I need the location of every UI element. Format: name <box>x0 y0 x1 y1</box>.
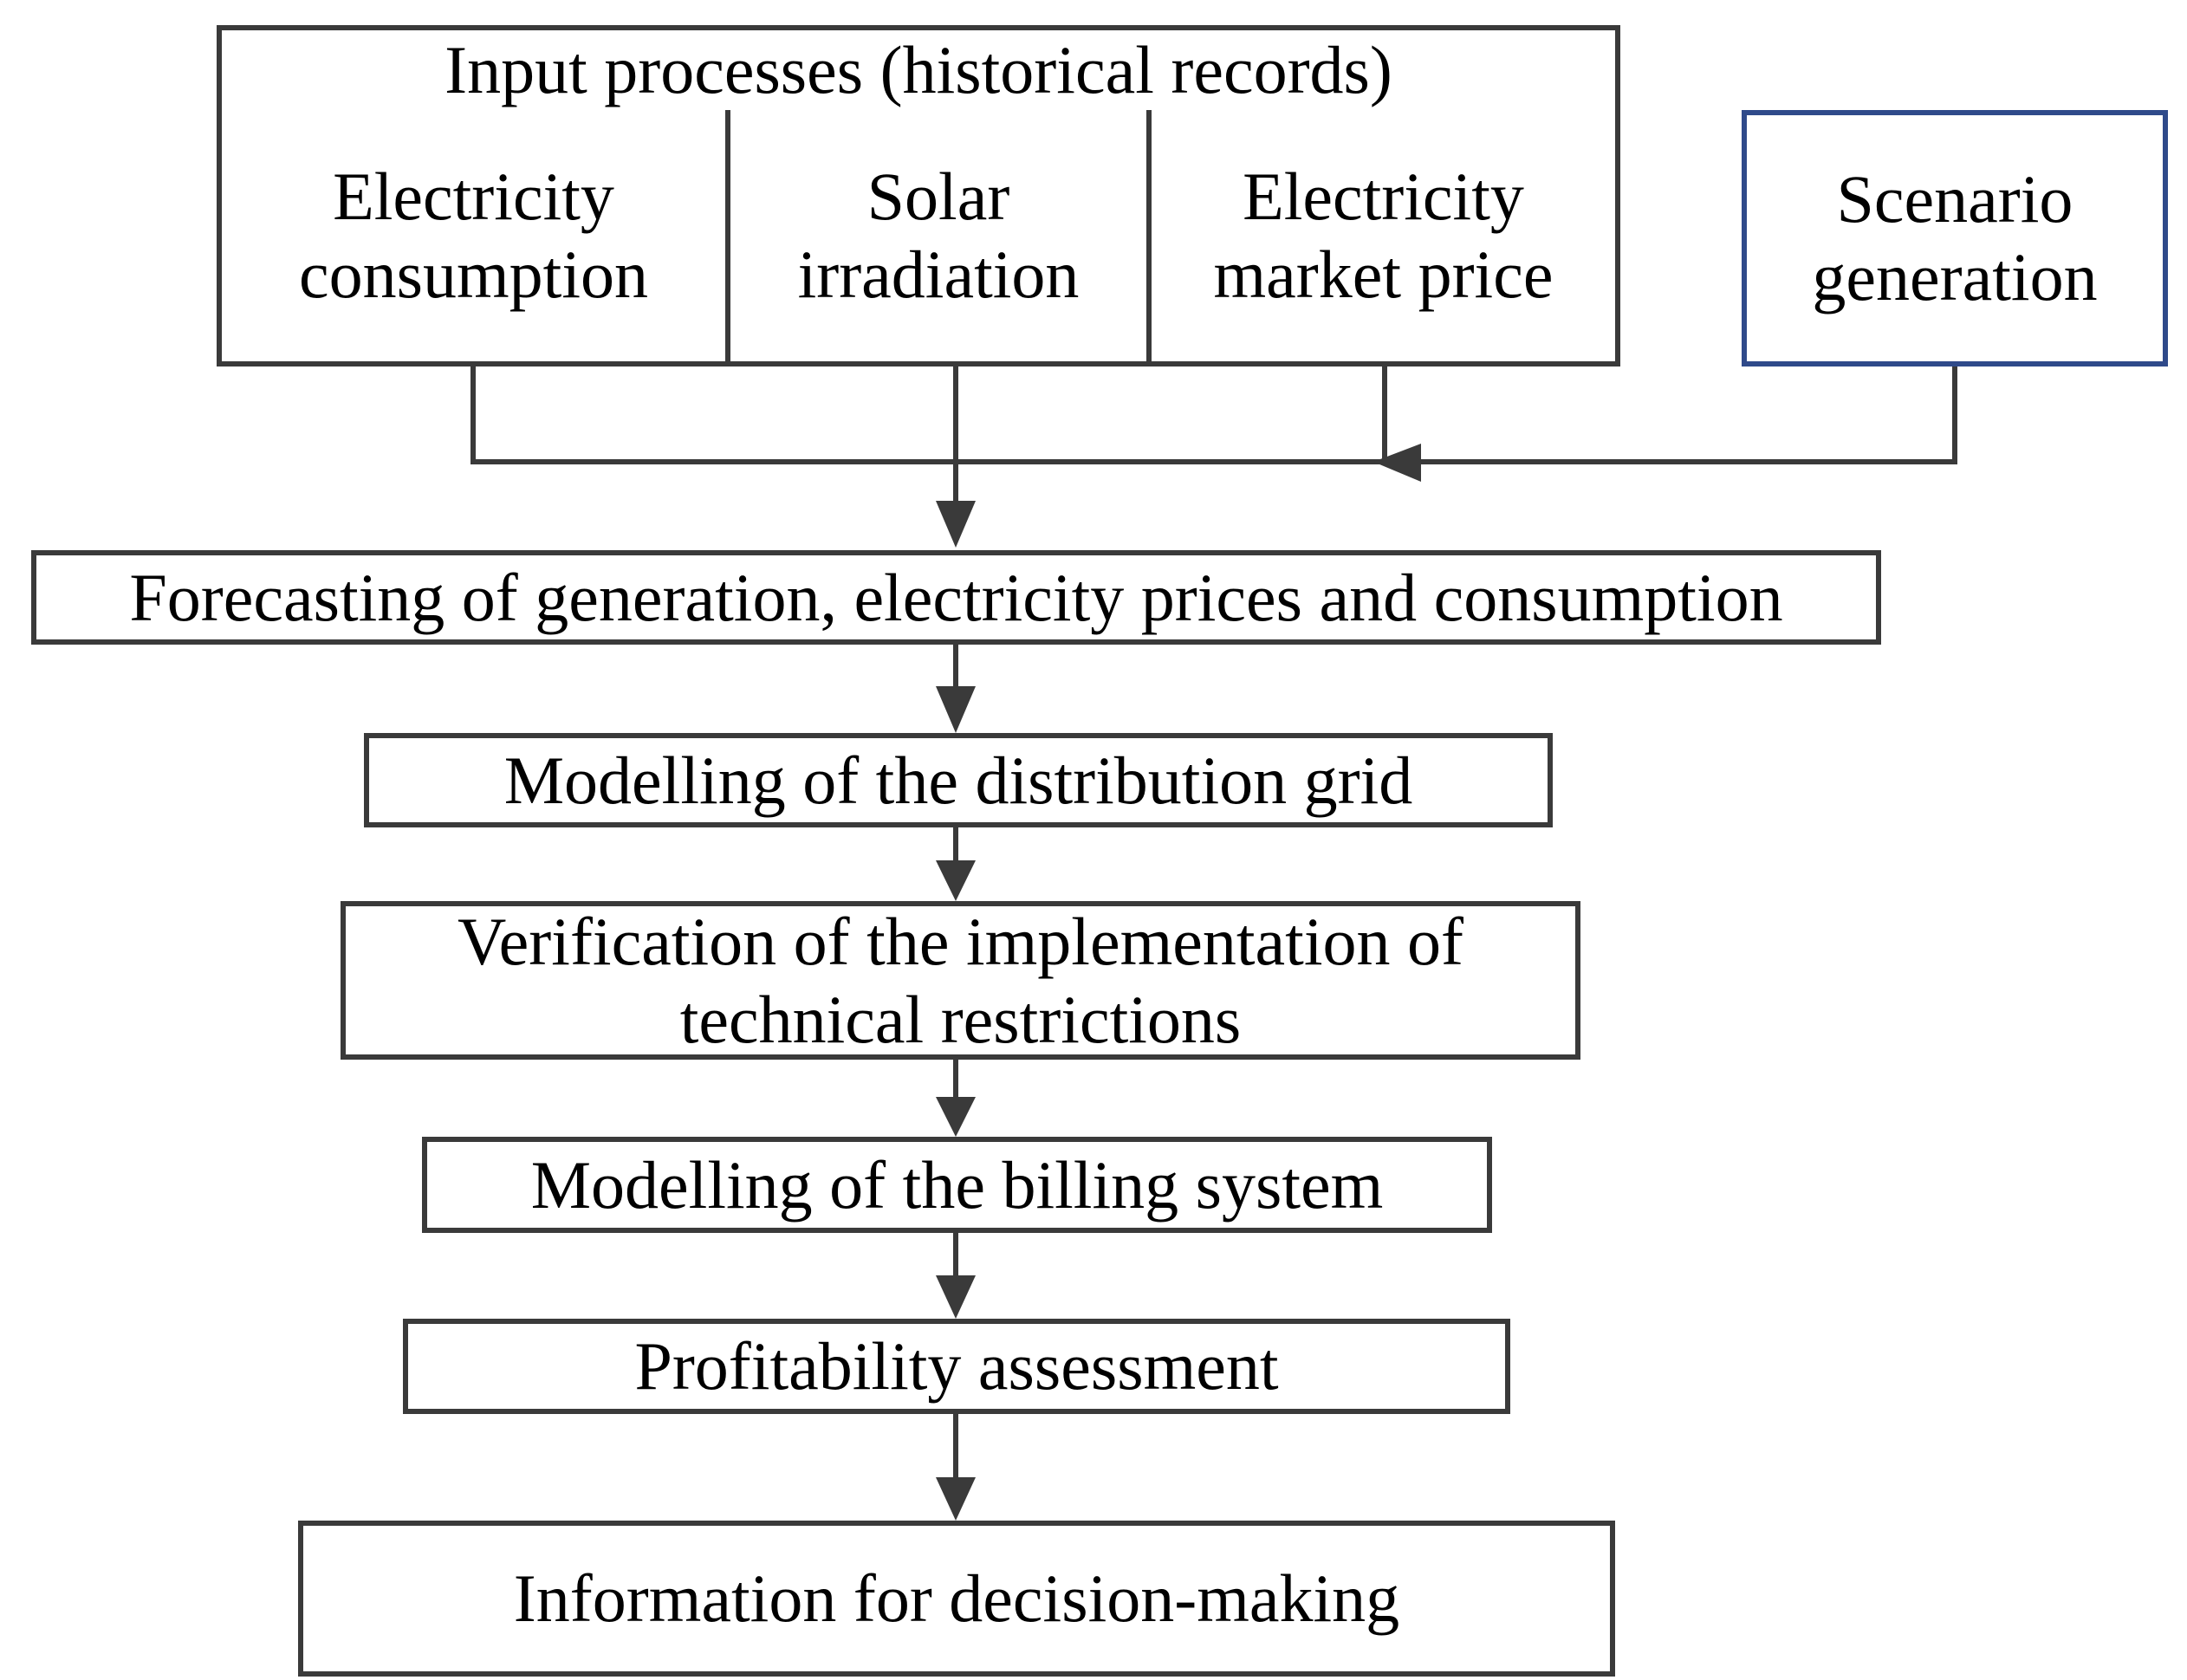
arrowhead-scenario <box>1373 444 1421 482</box>
input-processes-header-label: Input processes (historical records) <box>445 32 1392 108</box>
step-billing-system: Modelling of the billing system <box>422 1137 1492 1233</box>
input-electricity-market-price: Electricity market price <box>1152 110 1620 366</box>
input-electricity-consumption: Electricity consumption <box>217 110 730 366</box>
step-decision-making: Information for decision-making <box>298 1521 1615 1677</box>
step-profitability-label: Profitability assessment <box>634 1328 1279 1404</box>
scenario-generation-label: Scenario generation <box>1812 161 2098 315</box>
scenario-generation: Scenario generation <box>1742 110 2168 366</box>
input-solar-irradiation-label: Solar irradiation <box>797 159 1080 312</box>
step-decision-making-label: Information for decision-making <box>513 1560 1400 1637</box>
step-billing-system-label: Modelling of the billing system <box>530 1146 1384 1223</box>
step-verification: Verification of the implementation of te… <box>341 901 1580 1060</box>
step-profitability: Profitability assessment <box>403 1319 1510 1414</box>
input-processes-header: Input processes (historical records) <box>217 25 1620 115</box>
input-solar-irradiation: Solar irradiation <box>730 110 1152 366</box>
step-forecasting: Forecasting of generation, electricity p… <box>31 550 1881 645</box>
input-electricity-market-price-label: Electricity market price <box>1213 159 1554 312</box>
arrowhead-forecasting <box>936 501 976 548</box>
arrowhead-decision <box>936 1477 976 1521</box>
arrowhead-billing <box>936 1097 976 1137</box>
step-forecasting-label: Forecasting of generation, electricity p… <box>129 559 1783 635</box>
step-verification-label: Verification of the implementation of te… <box>458 903 1463 1057</box>
arrowhead-verification <box>936 860 976 901</box>
step-distribution-grid-label: Modelling of the distribution grid <box>503 742 1413 818</box>
arrowhead-profitability <box>936 1275 976 1319</box>
input-electricity-consumption-label: Electricity consumption <box>299 159 648 312</box>
arrowhead-grid <box>936 686 976 733</box>
step-distribution-grid: Modelling of the distribution grid <box>364 733 1553 827</box>
